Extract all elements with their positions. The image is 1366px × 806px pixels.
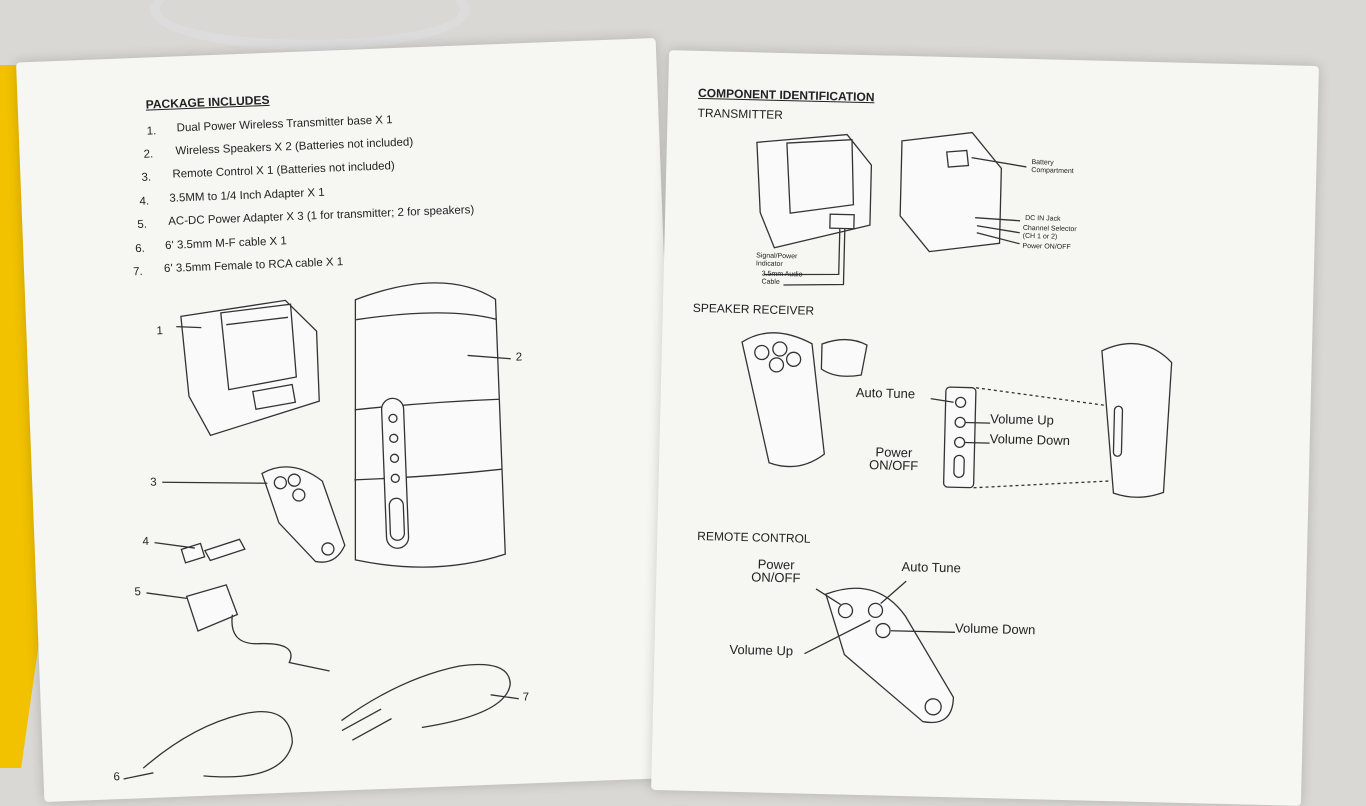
callout-4: 4 — [142, 535, 150, 549]
power-adapter-drawing — [185, 584, 330, 672]
list-number: 5. — [137, 218, 148, 232]
dc-in-jack-label: DC IN Jack — [1025, 214, 1061, 223]
audio-cable-label: 3.5mm Audio Cable — [761, 270, 803, 286]
left-page: PACKAGE INCLUDES 1. Dual Power Wireless … — [16, 37, 684, 803]
package-includes-heading: PACKAGE INCLUDES — [145, 92, 270, 112]
callout-1: 1 — [156, 325, 164, 338]
channel-selector-label: Channel Selector (CH 1 or 2) — [1022, 224, 1077, 241]
speaker-power-label: Power ON/OFF — [868, 444, 919, 474]
battery-compartment-label: Battery Compartment — [1031, 159, 1074, 176]
transmitter-back-drawing — [899, 131, 1027, 253]
list-item: AC-DC Power Adapter X 3 (1 for transmitt… — [168, 204, 475, 228]
speaker-receiver-title: SPEAKER RECEIVER — [692, 300, 815, 318]
speaker-drawing — [354, 282, 506, 568]
list-item: Remote Control X 1 (Batteries not includ… — [172, 160, 395, 181]
list-number: 7. — [132, 265, 143, 279]
remote-volume-down-label: Volume Down — [954, 620, 1036, 638]
list-number: 2. — [143, 148, 154, 161]
background-cable — [150, 0, 470, 50]
component-illustrations — [741, 131, 1173, 724]
list-item: 6' 3.5mm M-F cable X 1 — [164, 235, 288, 252]
remote-drawing — [261, 466, 346, 563]
remote-control-title: REMOTE CONTROL — [697, 529, 811, 546]
list-item: Wireless Speakers X 2 (Batteries not inc… — [175, 136, 414, 158]
list-number: 3. — [141, 171, 152, 184]
list-number: 1. — [146, 125, 157, 138]
adapter-drawing — [180, 538, 246, 564]
remote-control-drawing — [804, 580, 956, 724]
callout-5: 5 — [134, 586, 142, 599]
speaker-auto-tune-label: Auto Tune — [855, 384, 916, 402]
callout-7: 7 — [522, 691, 530, 704]
list-number: 6. — [135, 242, 146, 256]
speaker-side-drawing — [1101, 342, 1173, 498]
remote-auto-tune-label: Auto Tune — [901, 559, 962, 576]
transmitter-front-drawing — [756, 133, 873, 286]
callout-3: 3 — [150, 476, 157, 489]
callout-2: 2 — [515, 351, 523, 364]
remote-power-label: Power ON/OFF — [751, 556, 801, 586]
remote-volume-up-label: Volume Up — [729, 641, 794, 659]
right-page: COMPONENT IDENTIFICATION TRANSMITTER — [651, 50, 1319, 806]
cable-drawings — [142, 663, 511, 778]
package-illustrations — [123, 282, 519, 780]
transmitter-power-label: Power ON/OFF — [1022, 242, 1071, 252]
signal-indicator-label: Signal/Power Indicator — [755, 252, 798, 269]
speaker-battery-drawing — [741, 332, 868, 468]
transmitter-base-drawing — [180, 299, 320, 437]
list-item: 3.5MM to 1/4 Inch Adapter X 1 — [169, 186, 325, 205]
speaker-volume-up-label: Volume Up — [990, 411, 1054, 428]
list-item: Dual Power Wireless Transmitter base X 1 — [176, 114, 393, 135]
speaker-volume-down-label: Volume Down — [989, 431, 1071, 449]
speaker-button-strip-drawing — [930, 386, 1111, 489]
list-number: 4. — [139, 195, 150, 208]
callout-6: 6 — [113, 771, 121, 784]
list-item: 6' 3.5mm Female to RCA cable X 1 — [163, 256, 344, 276]
